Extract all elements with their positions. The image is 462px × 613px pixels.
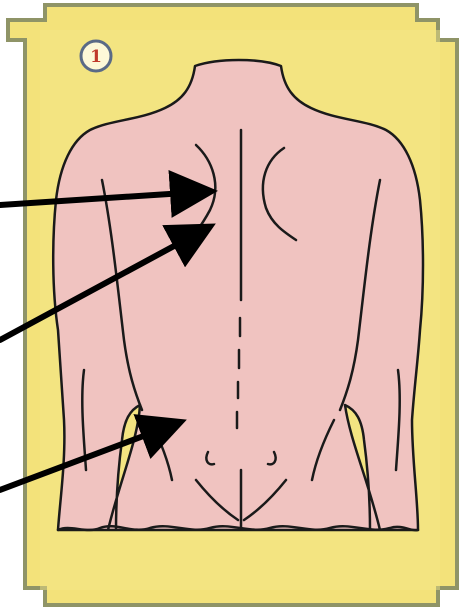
number-badge: 1 <box>81 41 111 71</box>
torso-back-view <box>53 60 423 530</box>
number-badge-label: 1 <box>90 47 102 67</box>
